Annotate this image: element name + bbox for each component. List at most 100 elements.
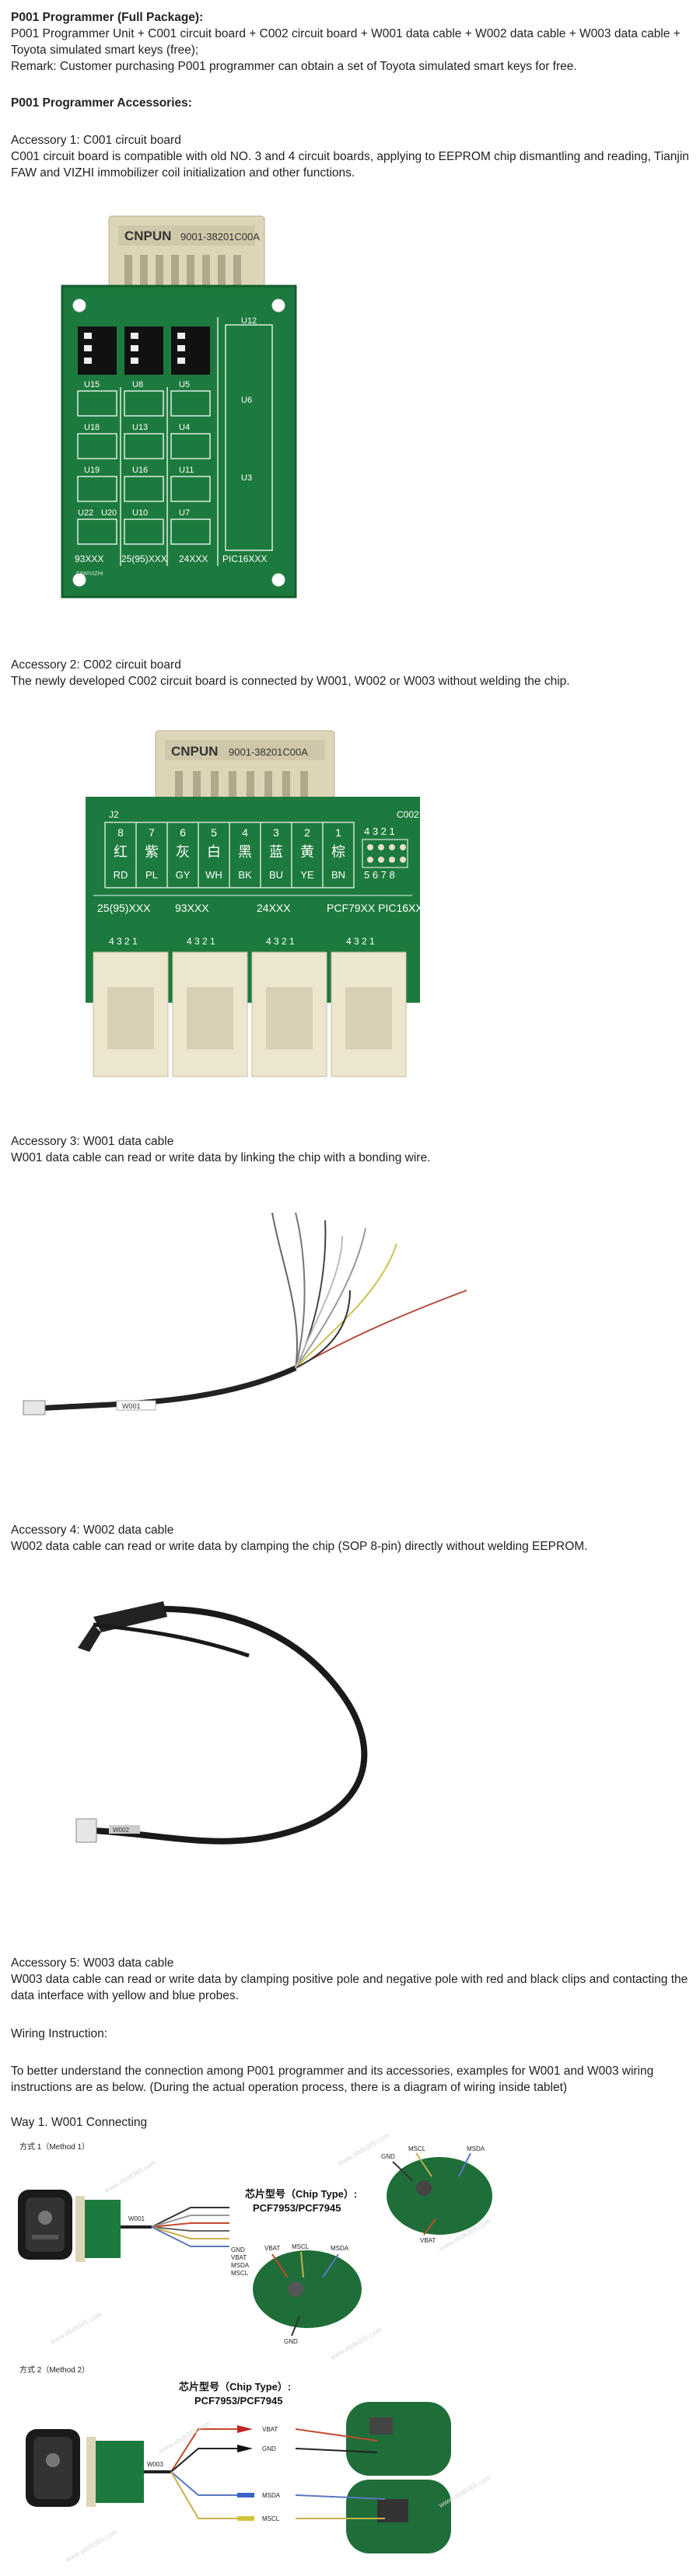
wiring-diagram-method-2: 方式 2（Method 2） 芯片型号（Chip Type）: PCF7953/… bbox=[12, 2355, 498, 2573]
c002-pin-cn: 紫 bbox=[145, 844, 159, 860]
c002-pin-cn: 黄 bbox=[300, 844, 314, 860]
accessory-1-heading: Accessory 1: C001 circuit board bbox=[11, 134, 181, 147]
c002-pin-num: 6 bbox=[180, 826, 186, 839]
diagram1-key-label: MSCL bbox=[408, 2145, 426, 2152]
c002-pin-num: 2 bbox=[304, 826, 310, 839]
c002-grid-bottom: 5 6 7 8 bbox=[364, 869, 395, 881]
diagram2-wire-label: GND bbox=[262, 2445, 276, 2452]
c002-pin-num: 7 bbox=[149, 826, 155, 839]
accessory-3-heading: Accessory 3: W001 data cable bbox=[11, 1135, 174, 1148]
c001-chip-label: U8 bbox=[132, 380, 143, 389]
accessory-2-desc: The newly developed C002 circuit board i… bbox=[11, 675, 570, 688]
c002-pin-num: 5 bbox=[211, 826, 217, 839]
c002-pin-num: 4 bbox=[242, 826, 248, 839]
c001-chip-label: U13 bbox=[132, 423, 148, 432]
diagram2-wire-label: MSCL bbox=[262, 2515, 280, 2522]
wiring-diagram-method-1: 方式 1（Method 1） W001 GND VBAT MSDA MSCL 芯… bbox=[12, 2134, 498, 2351]
c002-side-label: C002 bbox=[397, 809, 419, 820]
c002-pin-cn: 灰 bbox=[176, 844, 190, 860]
diagram1-cable-label: W001 bbox=[128, 2215, 145, 2222]
diagram1-bottom-label: GND bbox=[284, 2338, 298, 2345]
c001-chip-label: U18 bbox=[84, 423, 100, 432]
c001-chip-label: U6 bbox=[241, 396, 252, 405]
c002-grid-top: 4 3 2 1 bbox=[364, 826, 395, 837]
diagram1-key-label: GND bbox=[381, 2153, 395, 2160]
c001-chip-label: U19 bbox=[84, 466, 100, 475]
c002-section-label: 25(95)XXX bbox=[97, 902, 151, 914]
c001-chip-label: U20 bbox=[101, 508, 117, 518]
c002-pin-en: WH bbox=[205, 869, 222, 881]
accessory-5-desc: W003 data cable can read or write data b… bbox=[11, 1973, 688, 2002]
diagram2-wire-label: MSDA bbox=[262, 2492, 281, 2499]
c002-section-label: 93XXX bbox=[175, 902, 209, 914]
accessory-3-desc: W001 data cable can read or write data b… bbox=[11, 1151, 431, 1164]
c002-pin-en: BK bbox=[238, 869, 252, 881]
c001-chip-label: U15 bbox=[84, 380, 100, 389]
c002-section-label: PCF79XX PIC16XXX bbox=[327, 902, 431, 914]
package-remark: Remark: Customer purchasing P001 program… bbox=[11, 60, 577, 73]
c002-pin-cn: 蓝 bbox=[269, 844, 283, 860]
c001-circuit-board-image: CNPUN 9001-38201C00A bbox=[47, 201, 311, 605]
c001-chip-label: U11 bbox=[179, 466, 194, 475]
c002-port-pins: 4 3 2 1 bbox=[187, 936, 215, 947]
c001-chip-label: U3 bbox=[241, 473, 252, 483]
diagram1-key-label: VBAT bbox=[420, 2237, 436, 2244]
accessories-title: P001 Programmer Accessories: bbox=[11, 96, 192, 110]
c001-chip-label: U5 bbox=[179, 380, 190, 389]
c001-bottom-label: 93XXX bbox=[75, 553, 103, 564]
accessory-4-desc: W002 data cable can read or write data b… bbox=[11, 1540, 588, 1553]
c002-pin-num: 8 bbox=[117, 826, 124, 839]
c001-chip-label: U22 bbox=[78, 508, 93, 518]
diagram1-chip-models: PCF7953/PCF7945 bbox=[253, 2202, 341, 2214]
diagram1-method: 方式 1（Method 1） bbox=[19, 2141, 89, 2152]
accessory-1-desc: C001 circuit board is compatible with ol… bbox=[11, 150, 689, 180]
package-title: P001 Programmer (Full Package): bbox=[11, 11, 204, 24]
diagram1-chip-type: 芯片型号（Chip Type）: bbox=[245, 2188, 357, 2200]
diagram1-wire-label: MSCL bbox=[231, 2270, 249, 2277]
c001-chip-label: U4 bbox=[179, 423, 190, 432]
diagram2-chip-type: 芯片型号（Chip Type）: bbox=[179, 2381, 291, 2393]
c002-port-pins: 4 3 2 1 bbox=[266, 936, 295, 947]
c002-pin-cn: 棕 bbox=[331, 844, 345, 860]
c001-brand: CNPUN bbox=[124, 229, 171, 243]
diagram1-bottom-label: MSDA bbox=[331, 2245, 349, 2252]
c002-pin-cn: 黑 bbox=[238, 844, 252, 860]
c002-circuit-board-image: CNPUN 9001-38201C00A J2 C002 8 红 RD 7 紫 … bbox=[62, 723, 436, 1096]
c001-bottom-label: 24XXX bbox=[179, 553, 208, 564]
c001-small-text: FAW/VIZHI bbox=[76, 571, 103, 577]
diagram1-bottom-label: MSCL bbox=[292, 2243, 310, 2250]
diagram2-chip-models: PCF7953/PCF7945 bbox=[194, 2395, 282, 2407]
c002-pin-cn: 白 bbox=[207, 844, 221, 860]
diagram1-wire-label: GND bbox=[231, 2246, 245, 2253]
wiring-title: Wiring Instruction: bbox=[11, 2027, 108, 2040]
c002-part: 9001-38201C00A bbox=[229, 746, 308, 758]
accessory-5-heading: Accessory 5: W003 data cable bbox=[11, 1956, 174, 1970]
c002-pin-en: PL bbox=[145, 869, 158, 881]
way1-heading: Way 1. W001 Connecting bbox=[11, 2116, 148, 2129]
c001-chip-label: U7 bbox=[179, 508, 190, 518]
diagram1-bottom-label: VBAT bbox=[264, 2245, 280, 2252]
w002-cable-label: W002 bbox=[113, 1827, 129, 1834]
c002-pin-en: RD bbox=[114, 869, 128, 881]
w001-cable-image: W001 bbox=[16, 1197, 482, 1430]
package-contents: P001 Programmer Unit + C001 circuit boar… bbox=[11, 27, 681, 57]
w001-cable-label: W001 bbox=[122, 1402, 141, 1410]
c002-brand: CNPUN bbox=[171, 744, 218, 759]
c002-port-pins: 4 3 2 1 bbox=[109, 936, 138, 947]
diagram2-wire-label: VBAT bbox=[262, 2426, 278, 2433]
c002-pin-cn: 红 bbox=[114, 844, 128, 860]
accessory-4-heading: Accessory 4: W002 data cable bbox=[11, 1524, 174, 1537]
c001-bottom-label: PIC16XXX bbox=[222, 553, 267, 564]
c002-section-label: 24XXX bbox=[257, 902, 291, 914]
w002-cable-image: W002 bbox=[47, 1578, 420, 1889]
c002-pin-en: BU bbox=[269, 869, 283, 881]
c001-chip-label: U16 bbox=[132, 466, 148, 475]
c001-bottom-label: 25(95)XXX bbox=[121, 553, 167, 564]
c002-pin-num: 1 bbox=[335, 826, 341, 839]
accessory-2-heading: Accessory 2: C002 circuit board bbox=[11, 658, 181, 672]
diagram1-wire-label: MSDA bbox=[231, 2262, 250, 2269]
c002-pin-en: BN bbox=[331, 869, 345, 881]
c001-chip-label: U12 bbox=[241, 316, 257, 326]
c001-part: 9001-38201C00A bbox=[180, 231, 260, 243]
wiring-desc: To better understand the connection amon… bbox=[11, 2065, 654, 2094]
